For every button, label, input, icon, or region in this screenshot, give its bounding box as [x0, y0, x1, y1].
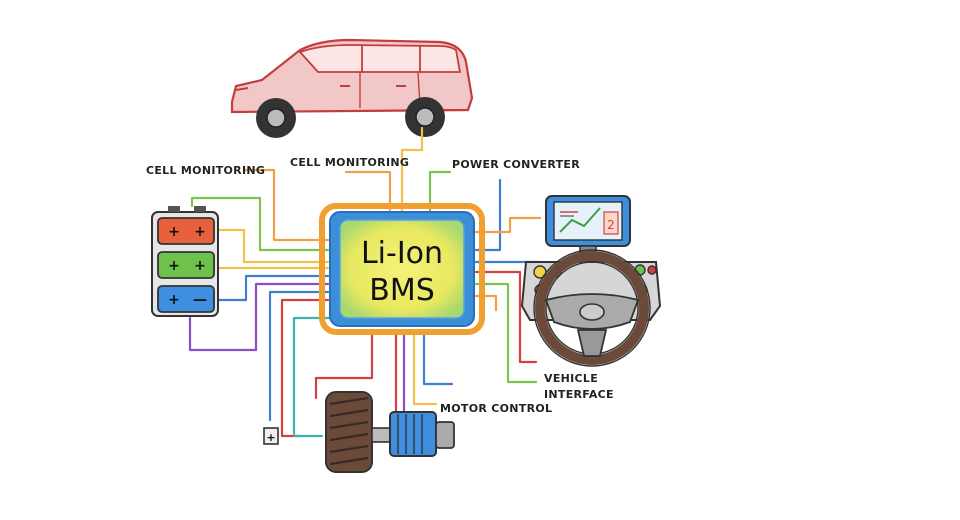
- electric-motor: [389, 411, 437, 457]
- battery-cell-3-right-sign: —: [193, 292, 207, 308]
- label-vehicle-interface-line2: INTERFACE: [544, 388, 614, 401]
- bms-title-line2: BMS: [369, 273, 435, 308]
- battery-terminal: +: [263, 427, 279, 445]
- steering-wheel: [533, 249, 651, 367]
- label-cell-monitoring-2: CELL MONITORING: [290, 156, 409, 169]
- label-vehicle-interface-line1: VEHICLE: [544, 372, 598, 385]
- connection-wires: [188, 126, 542, 438]
- battery-cell-1: + +: [157, 217, 215, 245]
- battery-cell-3-left-sign: +: [168, 292, 180, 308]
- battery-cell-1-right-sign: +: [194, 224, 206, 240]
- battery-cell-2-right-sign: +: [194, 258, 206, 274]
- battery-pack: + + + + + —: [151, 206, 219, 317]
- dashboard-illustration: 2: [520, 195, 662, 367]
- battery-cell-1-left-sign: +: [168, 224, 180, 240]
- bms-title-line1: Li-Ion: [361, 236, 443, 271]
- wheel-motor-illustration: [325, 391, 455, 473]
- bms-box: Li-Ion BMS: [319, 203, 485, 335]
- terminal-sign: +: [266, 431, 275, 444]
- dashboard-screen-label: 2: [607, 218, 615, 232]
- battery-cell-2: + +: [157, 251, 215, 279]
- battery-cell-2-left-sign: +: [168, 258, 180, 274]
- label-cell-monitoring-1: CELL MONITORING: [146, 164, 265, 177]
- label-motor-control: MOTOR CONTROL: [440, 402, 552, 415]
- battery-cell-3: + —: [157, 285, 215, 313]
- label-power-converter: POWER CONVERTER: [452, 158, 580, 171]
- car-illustration: [230, 38, 474, 138]
